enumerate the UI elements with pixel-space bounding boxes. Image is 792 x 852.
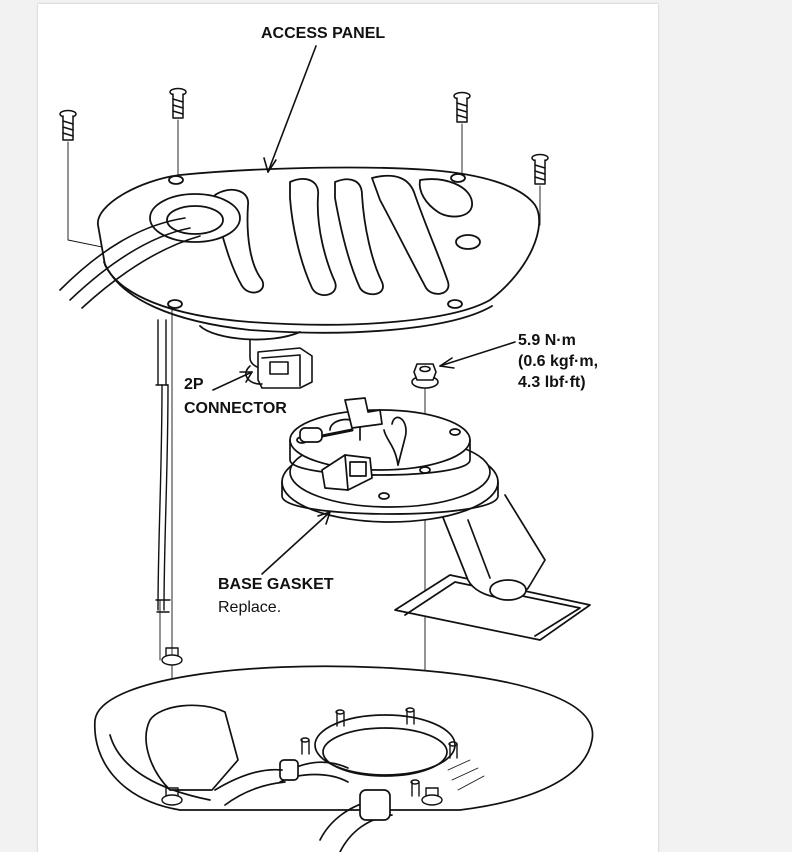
- leader-lines: [212, 45, 516, 575]
- torque-kgf-label: (0.6 kgf·m,: [518, 353, 598, 370]
- fuel-pump-assembly: [281, 397, 591, 641]
- torque-lbf-label: 4.3 lbf·ft): [518, 374, 586, 391]
- base-gasket-label: BASE GASKET: [218, 576, 334, 593]
- screw-top-center: [169, 87, 187, 119]
- 2p-connector: [245, 339, 313, 389]
- fuel-tank-opening: [94, 647, 594, 852]
- base-gasket-note: Replace.: [218, 599, 281, 616]
- connector-label-line2: CONNECTOR: [184, 400, 287, 417]
- flange-nut: [411, 363, 439, 389]
- access-panel-label: ACCESS PANEL: [261, 25, 385, 42]
- lead-wire: [155, 319, 171, 613]
- screw-right: [531, 153, 549, 185]
- access-panel: [59, 166, 540, 341]
- screw-top-left: [59, 109, 77, 141]
- screw-top-right: [453, 91, 471, 123]
- torque-value-label: 5.9 N·m: [518, 332, 576, 349]
- connector-label-line1: 2P: [184, 376, 204, 393]
